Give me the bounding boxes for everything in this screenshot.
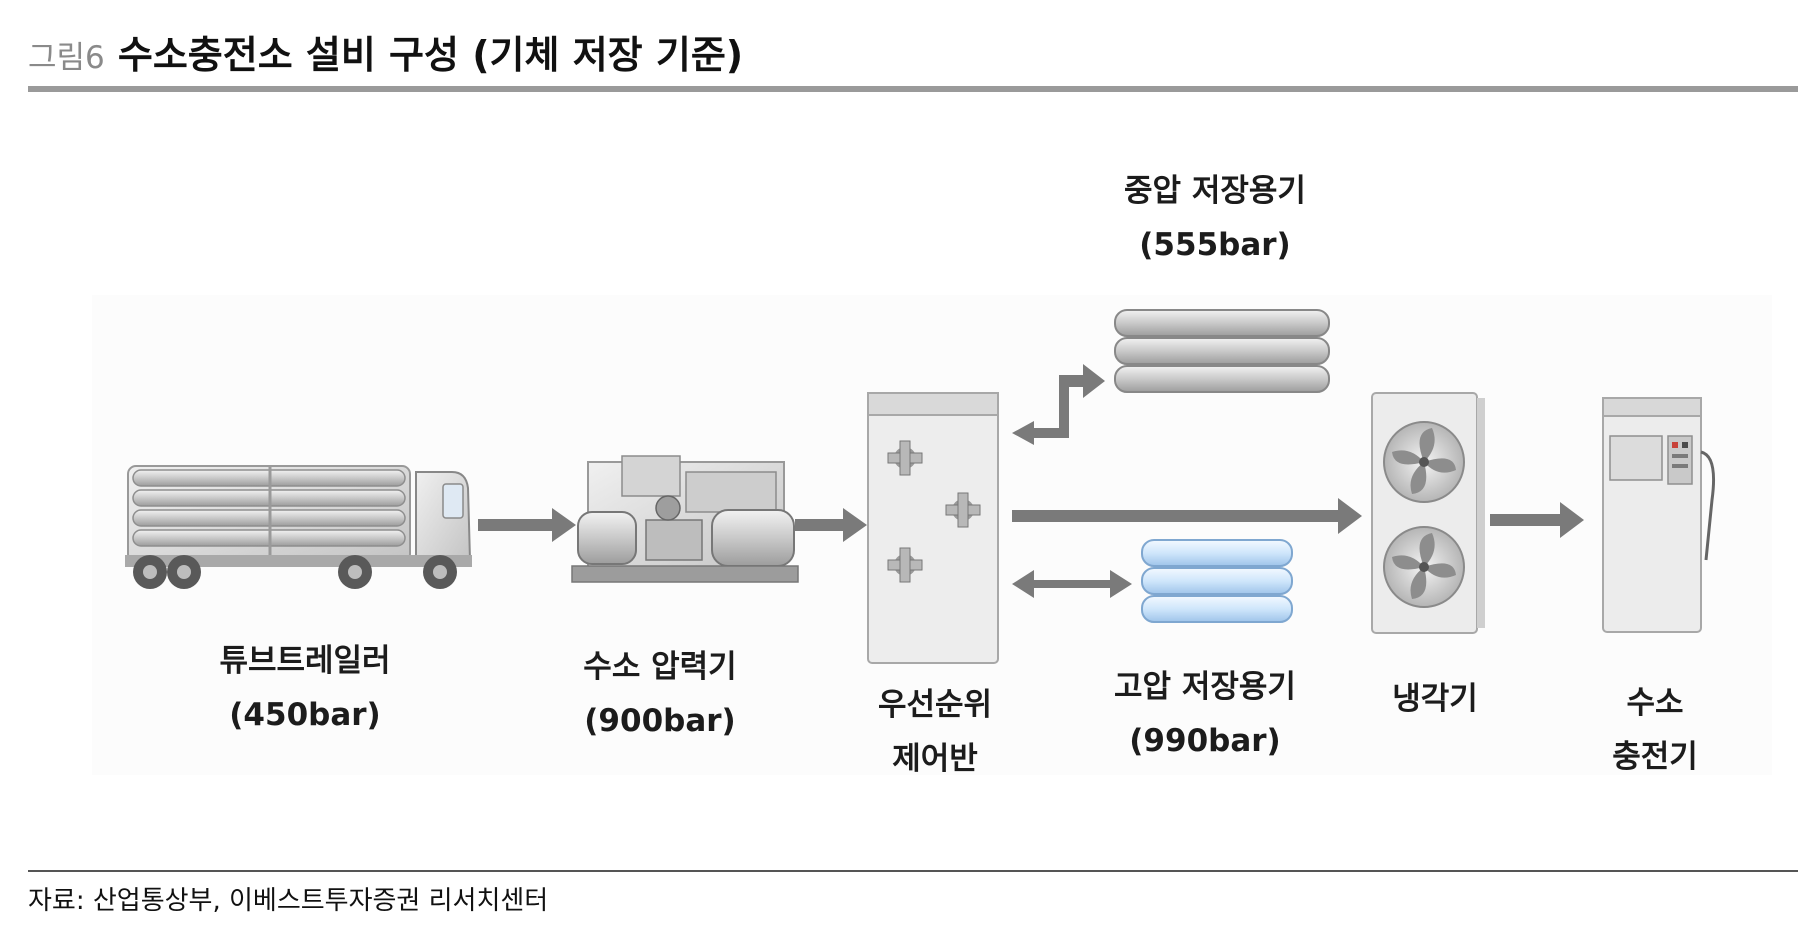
priority-panel-label: 우선순위 제어반 — [820, 678, 1050, 786]
priority-control-panel-image — [867, 392, 999, 664]
high-pressure-storage-image — [1141, 539, 1293, 623]
tube-trailer-image — [125, 465, 472, 589]
figure-header: 그림6 수소충전소 설비 구성 (기체 저장 기준) — [28, 24, 743, 79]
high-storage-name: 고압 저장용기 — [1114, 669, 1296, 705]
mid-pressure-storage-image — [1114, 309, 1330, 393]
mid-storage-name: 중압 저장용기 — [1124, 173, 1306, 209]
mid-storage-label: 중압 저장용기 (555bar) — [1080, 164, 1350, 272]
tube-trailer-label: 튜브트레일러 (450bar) — [160, 634, 450, 742]
footer-divider — [28, 870, 1798, 872]
priority-panel-line2: 제어반 — [892, 741, 978, 777]
arrow-panel-mid-storage-bidirectional — [1012, 364, 1105, 445]
figure-title: 수소충전소 설비 구성 (기체 저장 기준) — [117, 33, 744, 77]
tube-trailer-name: 튜브트레일러 — [219, 643, 391, 679]
hydrogen-dispenser-image — [1602, 397, 1716, 633]
arrow-chiller-to-dispenser — [1490, 502, 1584, 538]
arrow-panel-high-storage-bidirectional — [1012, 570, 1132, 598]
compressor-label: 수소 압력기 (900bar) — [530, 640, 790, 748]
chiller-image — [1371, 392, 1485, 634]
dispenser-line2: 충전기 — [1612, 739, 1698, 775]
high-storage-pressure: (990bar) — [1129, 723, 1281, 759]
title-divider — [28, 86, 1798, 92]
dispenser-line1: 수소 — [1626, 685, 1684, 721]
arrow-trailer-to-compressor — [478, 508, 576, 542]
hydrogen-compressor-image — [571, 455, 799, 583]
arrow-panel-to-chiller — [1012, 498, 1362, 534]
compressor-pressure: (900bar) — [584, 703, 736, 739]
arrow-compressor-to-panel — [795, 508, 867, 542]
compressor-name: 수소 압력기 — [583, 649, 737, 685]
source-note: 자료: 산업통상부, 이베스트투자증권 리서치센터 — [28, 886, 549, 916]
dispenser-label: 수소 충전기 — [1580, 676, 1730, 784]
chiller-label: 냉각기 — [1360, 672, 1510, 726]
figure-number: 그림6 — [28, 40, 105, 76]
chiller-name: 냉각기 — [1392, 681, 1478, 717]
priority-panel-line1: 우선순위 — [877, 687, 993, 723]
mid-storage-pressure: (555bar) — [1139, 227, 1291, 263]
flow-arrows — [478, 364, 1584, 598]
high-storage-label: 고압 저장용기 (990bar) — [1070, 660, 1340, 768]
tube-trailer-pressure: (450bar) — [229, 697, 381, 733]
